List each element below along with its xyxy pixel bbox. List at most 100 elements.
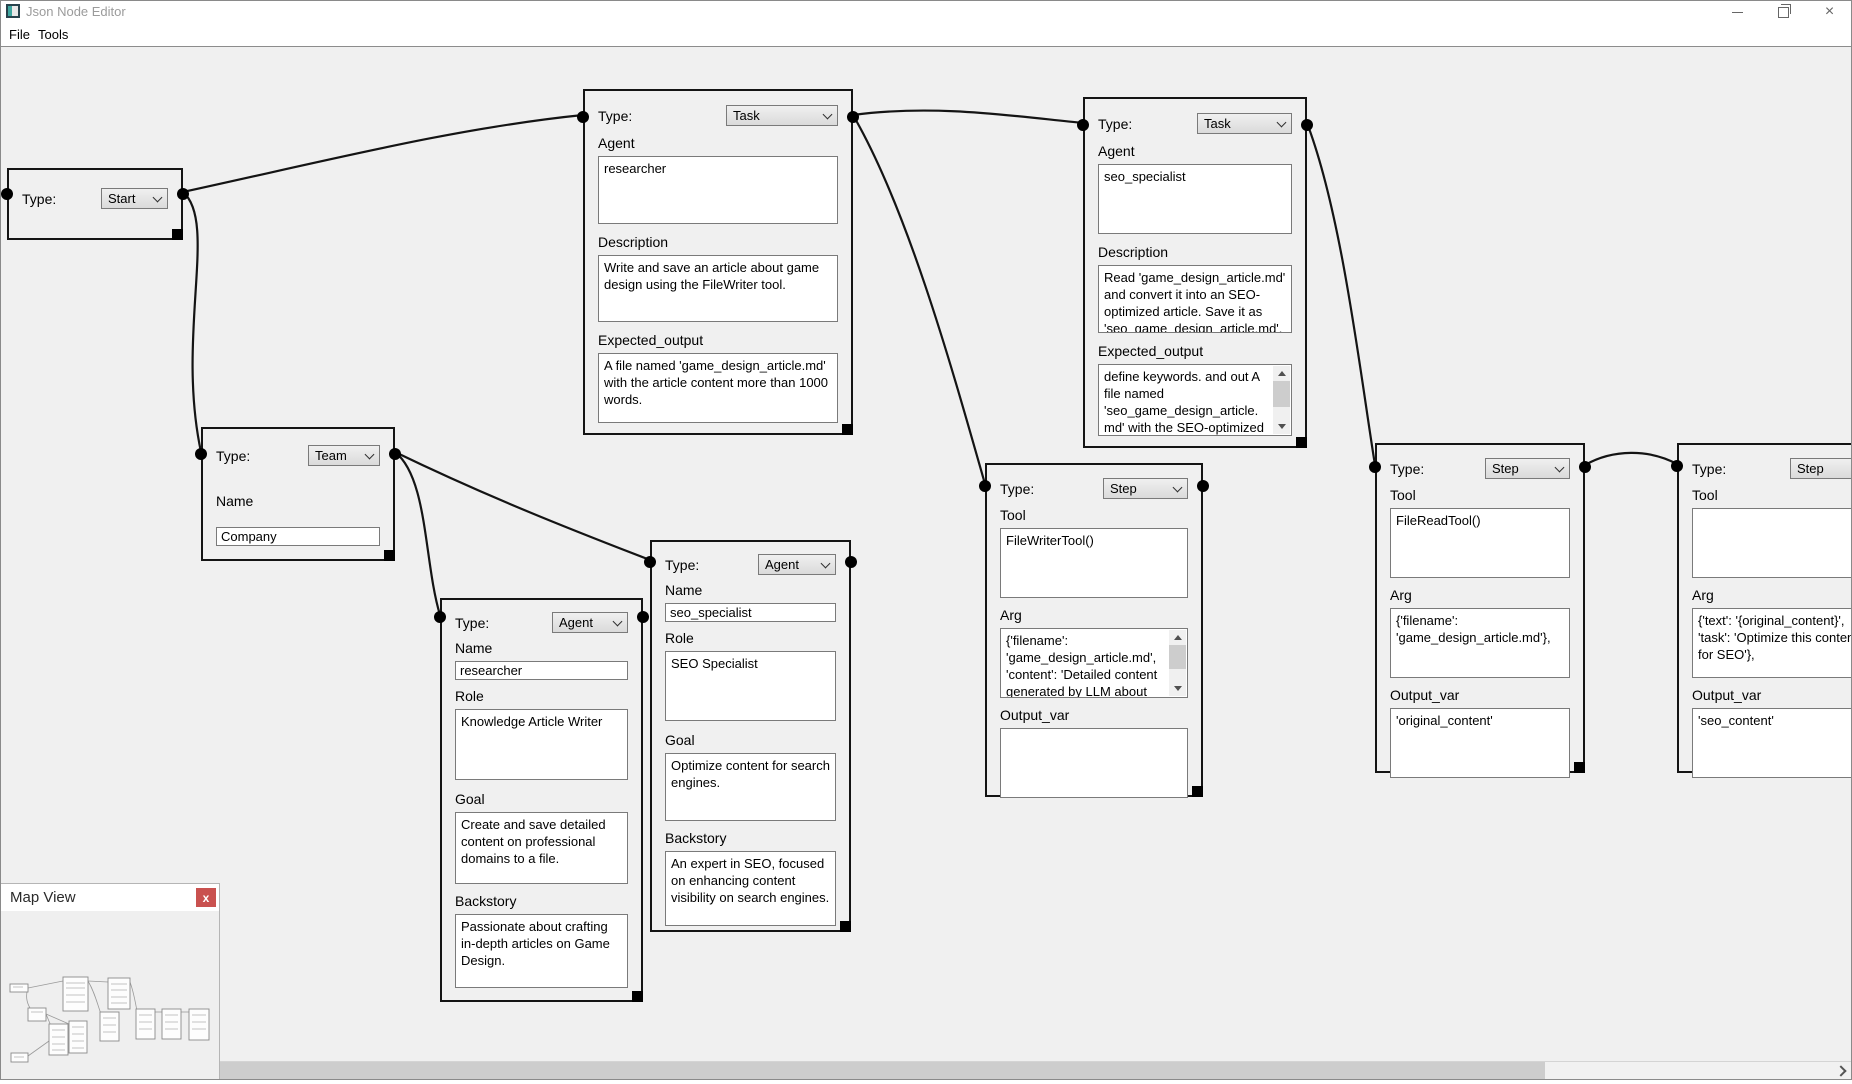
type-label: Type:	[1390, 460, 1425, 477]
tool-field[interactable]: FileReadTool()	[1390, 508, 1570, 578]
scroll-down-icon[interactable]	[1273, 419, 1290, 434]
output-var-field[interactable]: 'seo_content'	[1692, 708, 1852, 778]
resize-grip[interactable]	[1296, 437, 1307, 448]
goal-field[interactable]: Optimize content for search engines.	[665, 753, 836, 821]
map-view-window[interactable]: Map View x	[0, 883, 220, 1080]
close-button[interactable]: ×	[1807, 0, 1852, 24]
scroll-up-icon[interactable]	[1169, 630, 1186, 645]
arg-label: Arg	[1692, 587, 1714, 603]
type-dropdown[interactable]: Step	[1485, 458, 1570, 479]
hscrollbar-thumb[interactable]	[0, 1062, 1545, 1080]
scroll-right-button[interactable]	[1833, 1062, 1852, 1080]
resize-grip[interactable]	[1574, 762, 1585, 773]
minimap[interactable]	[1, 911, 219, 1079]
minimize-button[interactable]	[1715, 0, 1760, 24]
title-bar[interactable]: Json Node Editor ×	[0, 0, 1852, 22]
agent-field[interactable]: researcher	[598, 156, 838, 224]
output-port[interactable]	[847, 111, 859, 123]
description-field[interactable]: Write and save an article about game des…	[598, 255, 838, 322]
tool-field[interactable]	[1692, 508, 1852, 578]
output-port[interactable]	[637, 611, 649, 623]
node-start[interactable]: Type: Start	[1, 168, 189, 240]
output-port[interactable]	[389, 448, 401, 460]
type-dropdown[interactable]: Task	[726, 105, 838, 126]
menu-tools[interactable]: Tools	[38, 27, 69, 42]
output-var-field[interactable]: 'original_content'	[1390, 708, 1570, 778]
horizontal-scrollbar[interactable]	[0, 1061, 1852, 1080]
expected-output-field[interactable]: A file named 'game_design_article.md' wi…	[598, 353, 838, 423]
map-view-close-button[interactable]: x	[196, 888, 216, 907]
restore-icon	[1778, 3, 1791, 18]
type-dropdown[interactable]: Team	[308, 445, 380, 466]
backstory-field[interactable]: Passionate about crafting in-depth artic…	[455, 914, 628, 988]
node-agent-researcher[interactable]: Type: Agent Name researcher Role Knowled…	[434, 598, 649, 1002]
type-dropdown[interactable]: Task	[1197, 113, 1292, 134]
name-field[interactable]: Company	[216, 527, 380, 546]
scroll-up-icon[interactable]	[1273, 366, 1290, 381]
resize-grip[interactable]	[632, 991, 643, 1002]
node-step-fileread[interactable]: Type: Step Tool FileReadTool() Arg {'fil…	[1369, 443, 1591, 778]
type-dropdown[interactable]: Start	[101, 188, 168, 209]
expected-output-field[interactable]: define keywords. and out A file named 's…	[1098, 364, 1292, 436]
input-port[interactable]	[979, 480, 991, 492]
input-port[interactable]	[644, 556, 656, 568]
output-port[interactable]	[1301, 119, 1313, 131]
arg-field[interactable]: {'filename': 'game_design_article.md'},	[1390, 608, 1570, 678]
scrollbar-thumb[interactable]	[1169, 645, 1186, 669]
field-scrollbar[interactable]	[1273, 366, 1290, 434]
type-dropdown[interactable]: Step	[1790, 458, 1852, 479]
output-var-field[interactable]	[1000, 728, 1188, 798]
chevron-right-icon	[1835, 1065, 1847, 1077]
resize-grip[interactable]	[172, 229, 183, 240]
agent-field[interactable]: seo_specialist	[1098, 164, 1292, 234]
name-field[interactable]: seo_specialist	[665, 603, 836, 622]
app-icon	[6, 4, 20, 18]
tool-label: Tool	[1692, 487, 1718, 503]
input-port[interactable]	[577, 111, 589, 123]
node-task-seo[interactable]: Type: Task Agent seo_specialist Descript…	[1077, 97, 1313, 448]
name-field[interactable]: researcher	[455, 661, 628, 680]
type-dropdown[interactable]: Step	[1103, 478, 1188, 499]
node-agent-seo[interactable]: Type: Agent Name seo_specialist Role SEO…	[644, 540, 857, 932]
input-port[interactable]	[434, 611, 446, 623]
restore-button[interactable]	[1761, 0, 1806, 24]
node-step-seo[interactable]: Type: Step Tool Arg {'text': '{original_…	[1671, 443, 1852, 778]
arg-field[interactable]: {'filename': 'game_design_article.md', '…	[1000, 628, 1188, 698]
scroll-down-icon[interactable]	[1169, 681, 1186, 696]
input-port[interactable]	[1, 188, 13, 200]
node-task-researcher[interactable]: Type: Task Agent researcher Description …	[577, 89, 859, 435]
type-value: Task	[1204, 116, 1231, 131]
input-port[interactable]	[1671, 460, 1683, 472]
node-team[interactable]: Type: Team Name Company	[195, 427, 401, 561]
map-view-titlebar[interactable]: Map View x	[1, 884, 219, 911]
scrollbar-thumb[interactable]	[1273, 381, 1290, 407]
role-field[interactable]: SEO Specialist	[665, 651, 836, 721]
resize-grip[interactable]	[842, 424, 853, 435]
type-value: Agent	[765, 557, 799, 572]
output-port[interactable]	[1197, 480, 1209, 492]
role-field[interactable]: Knowledge Article Writer	[455, 709, 628, 780]
output-port[interactable]	[1579, 461, 1591, 473]
input-port[interactable]	[195, 448, 207, 460]
tool-field[interactable]: FileWriterTool()	[1000, 528, 1188, 598]
chevron-down-icon	[1276, 117, 1287, 127]
resize-grip[interactable]	[840, 921, 851, 932]
node-step-filewriter[interactable]: Type: Step Tool FileWriterTool() Arg {'f…	[979, 463, 1209, 798]
field-scrollbar[interactable]	[1169, 630, 1186, 696]
goal-field[interactable]: Create and save detailed content on prof…	[455, 812, 628, 884]
menu-file[interactable]: File	[9, 27, 30, 42]
output-var-label: Output_var	[1000, 707, 1070, 723]
input-port[interactable]	[1369, 461, 1381, 473]
arg-field[interactable]: {'text': '{original_content}', 'task': '…	[1692, 608, 1852, 678]
arg-label: Arg	[1390, 587, 1412, 603]
type-dropdown[interactable]: Agent	[552, 612, 628, 633]
backstory-field[interactable]: An expert in SEO, focused on enhancing c…	[665, 851, 836, 926]
output-port[interactable]	[177, 188, 189, 200]
type-value: Agent	[559, 615, 593, 630]
input-port[interactable]	[1077, 119, 1089, 131]
resize-grip[interactable]	[1192, 786, 1203, 797]
resize-grip[interactable]	[384, 550, 395, 561]
type-dropdown[interactable]: Agent	[758, 554, 836, 575]
output-port[interactable]	[845, 556, 857, 568]
description-field[interactable]: Read 'game_design_article.md' and conver…	[1098, 265, 1292, 333]
